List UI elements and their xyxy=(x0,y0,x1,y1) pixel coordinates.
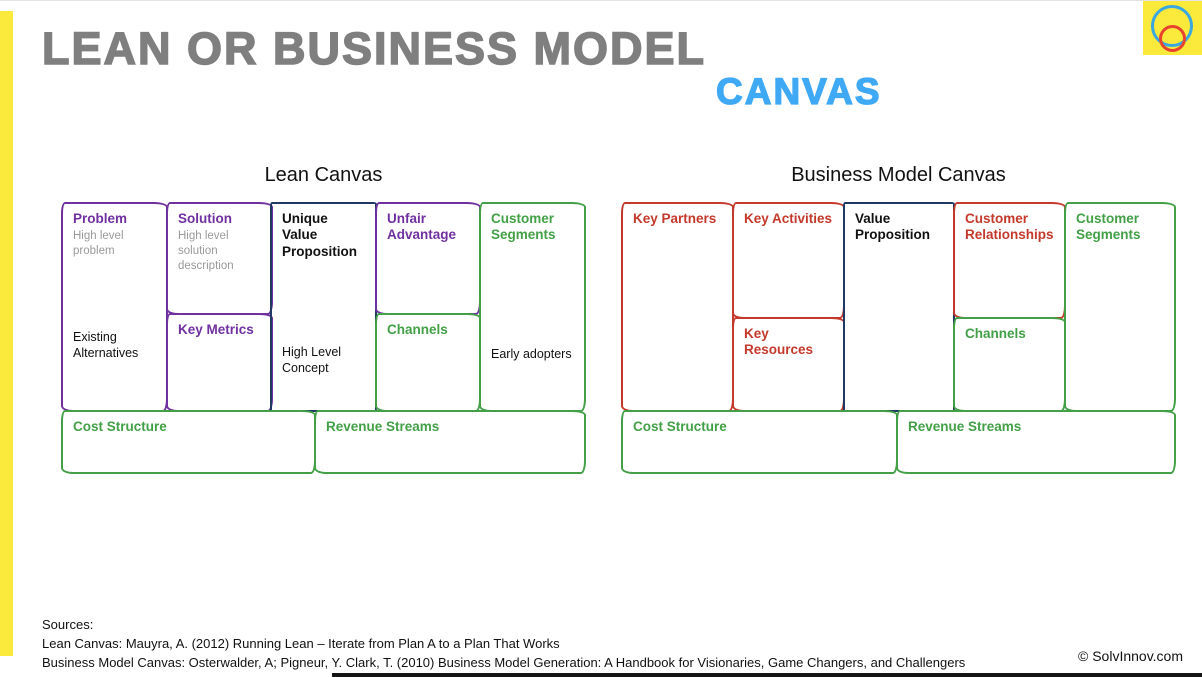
lean-cell-problem: Problem High level problem Existing Alte… xyxy=(61,202,168,412)
sources-block: Sources: Lean Canvas: Mauyra, A. (2012) … xyxy=(42,615,965,672)
source-business-model-canvas: Business Model Canvas: Osterwalder, A; P… xyxy=(42,655,966,670)
bmc-key-activities-title: Key Activities xyxy=(744,211,833,226)
lean-cell-solution: Solution High level solution description xyxy=(166,202,273,315)
source-lean-canvas: Lean Canvas: Mauyra, A. (2012) Running L… xyxy=(42,636,560,651)
slide-title-line1: LEAN OR BUSINESS MODEL xyxy=(41,22,707,75)
lean-key-metrics-title: Key Metrics xyxy=(178,322,254,337)
logo-red-circle-icon xyxy=(1159,25,1186,52)
lean-canvas: Problem High level problem Existing Alte… xyxy=(61,202,586,474)
lean-unfair-advantage-title: Unfair Advantage xyxy=(387,211,457,243)
bmc-cell-customer-relationships: Customer Relationships xyxy=(953,202,1066,319)
lean-cell-unique-value-proposition: Unique Value Proposition High Level Conc… xyxy=(270,202,377,412)
bmc-cell-channels: Channels xyxy=(953,317,1066,412)
lean-customer-segments-title: Customer Segments xyxy=(491,211,556,243)
lean-uvp-title: Unique Value Proposition xyxy=(282,211,357,259)
bmc-cell-customer-segments: Customer Segments xyxy=(1064,202,1176,412)
lean-channels-title: Channels xyxy=(387,322,448,337)
lean-uvp-note: High Level Concept xyxy=(282,345,342,375)
bmc-cell-key-activities: Key Activities xyxy=(732,202,845,319)
slide-title-line2: CANVAS xyxy=(715,70,882,112)
bmc-cell-key-partners: Key Partners xyxy=(621,202,734,412)
left-accent-bar xyxy=(0,11,13,656)
bmc-channels-title: Channels xyxy=(965,326,1026,341)
bmc-customer-relationships-title: Customer Relationships xyxy=(965,211,1054,243)
lean-cell-key-metrics: Key Metrics xyxy=(166,313,273,412)
bottom-edge-strip xyxy=(332,673,1202,677)
lean-solution-subtitle: High level solution description xyxy=(178,230,234,273)
lean-cell-customer-segments: Customer Segments Early adopters xyxy=(479,202,586,412)
lean-cell-revenue-streams: Revenue Streams xyxy=(314,410,586,474)
bmc-value-proposition-title: Value Proposition xyxy=(855,211,930,243)
sources-label: Sources: xyxy=(42,617,94,632)
lean-problem-title: Problem xyxy=(73,211,128,226)
copyright-text: © SolvInnov.com xyxy=(1078,648,1183,664)
lean-problem-subtitle: High level problem xyxy=(73,230,124,258)
lean-cost-structure-title: Cost Structure xyxy=(73,419,167,434)
bmc-cost-structure-title: Cost Structure xyxy=(633,419,727,434)
lean-customer-segments-note: Early adopters xyxy=(491,347,572,361)
lean-cell-unfair-advantage: Unfair Advantage xyxy=(375,202,481,315)
bmc-cell-revenue-streams: Revenue Streams xyxy=(896,410,1176,474)
bmc-key-resources-title: Key Resources xyxy=(744,326,814,358)
lean-revenue-streams-title: Revenue Streams xyxy=(326,419,440,434)
bmc-cell-key-resources: Key Resources xyxy=(732,317,845,412)
solvinnov-logo-icon xyxy=(1143,1,1202,55)
lean-cell-channels: Channels xyxy=(375,313,481,412)
lean-cell-cost-structure: Cost Structure xyxy=(61,410,316,474)
lean-problem-note: Existing Alternatives xyxy=(73,330,139,360)
bmc-cell-value-proposition: Value Proposition xyxy=(843,202,955,412)
bmc-revenue-streams-title: Revenue Streams xyxy=(908,419,1022,434)
lean-solution-title: Solution xyxy=(178,211,232,226)
lean-canvas-heading: Lean Canvas xyxy=(264,164,383,186)
business-model-canvas-heading: Business Model Canvas xyxy=(791,164,1006,186)
business-model-canvas: Key Partners Key Activities Key Resource… xyxy=(621,202,1176,474)
bmc-cell-cost-structure: Cost Structure xyxy=(621,410,898,474)
bmc-key-partners-title: Key Partners xyxy=(633,211,717,226)
bmc-customer-segments-title: Customer Segments xyxy=(1076,211,1141,243)
